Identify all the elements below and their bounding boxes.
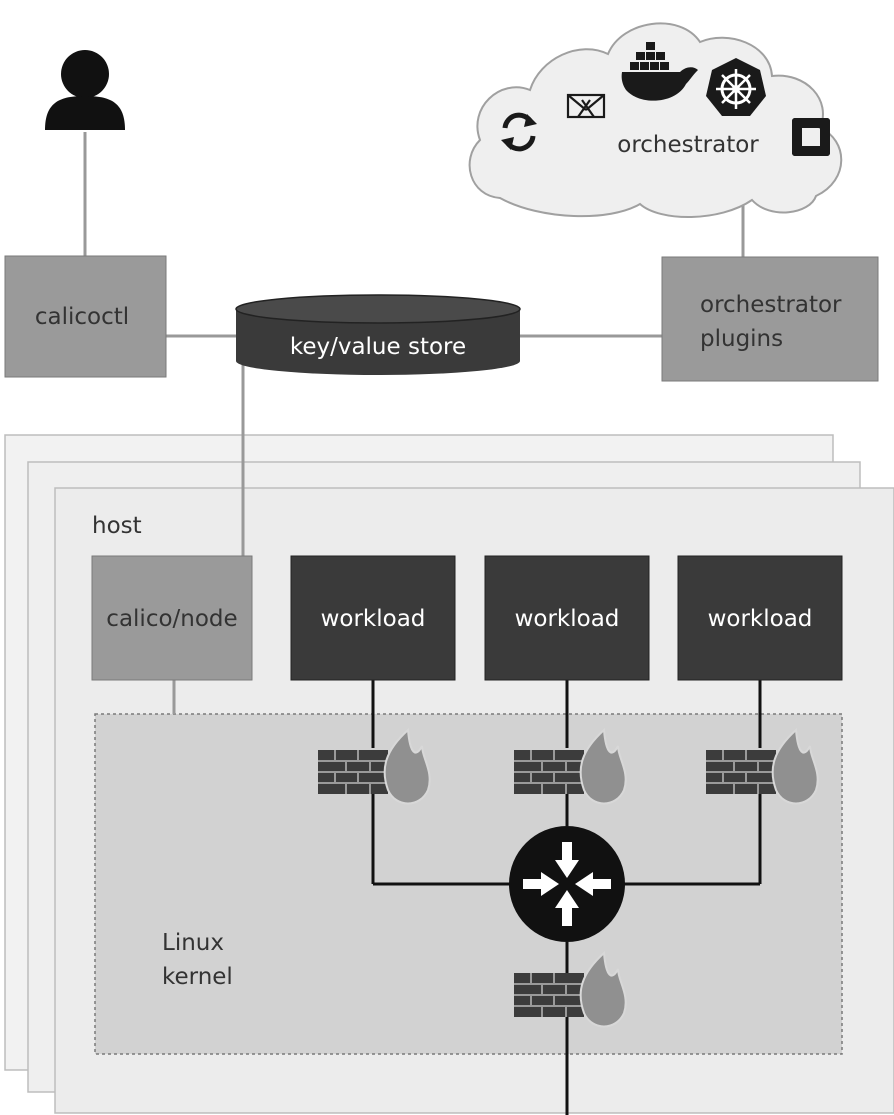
mesos-icon: [566, 93, 606, 119]
workload-label-3: workload: [708, 606, 813, 632]
kv-store-label: key/value store: [290, 334, 466, 360]
host-label: host: [92, 513, 142, 539]
sync-icon-arrow-a: [524, 114, 537, 127]
kernel-label-2: kernel: [162, 964, 233, 990]
router-icon: [509, 826, 625, 942]
workload-box-3: [677, 555, 843, 681]
kernel-wiring: [371, 680, 762, 1115]
docker-icon: [621, 42, 698, 101]
orchestrator-label: orchestrator: [617, 132, 759, 158]
calicoctl-label: calicoctl: [35, 304, 129, 330]
person-icon: [45, 50, 125, 130]
workload-box-1: [290, 555, 456, 681]
orchestrator-plugins-label-1: orchestrator: [700, 292, 842, 318]
calico-node-box: [91, 555, 253, 681]
calicoctl-box: [4, 255, 167, 378]
workload-box-2: [484, 555, 650, 681]
orchestrator-cloud: [468, 22, 843, 218]
openstack-icon: [792, 118, 830, 156]
workload-label-1: workload: [321, 606, 426, 632]
sync-icon-arrow-b: [501, 137, 514, 150]
calico-node-label: calico/node: [106, 606, 237, 632]
connectors: [83, 132, 745, 714]
workload-label-2: workload: [515, 606, 620, 632]
orchestrator-plugins-box: [661, 256, 879, 382]
orchestrator-plugins-label-2: plugins: [700, 326, 783, 352]
kubernetes-icon: [706, 58, 766, 116]
kernel-label-1: Linux: [162, 930, 224, 956]
kv-store: [235, 294, 521, 375]
